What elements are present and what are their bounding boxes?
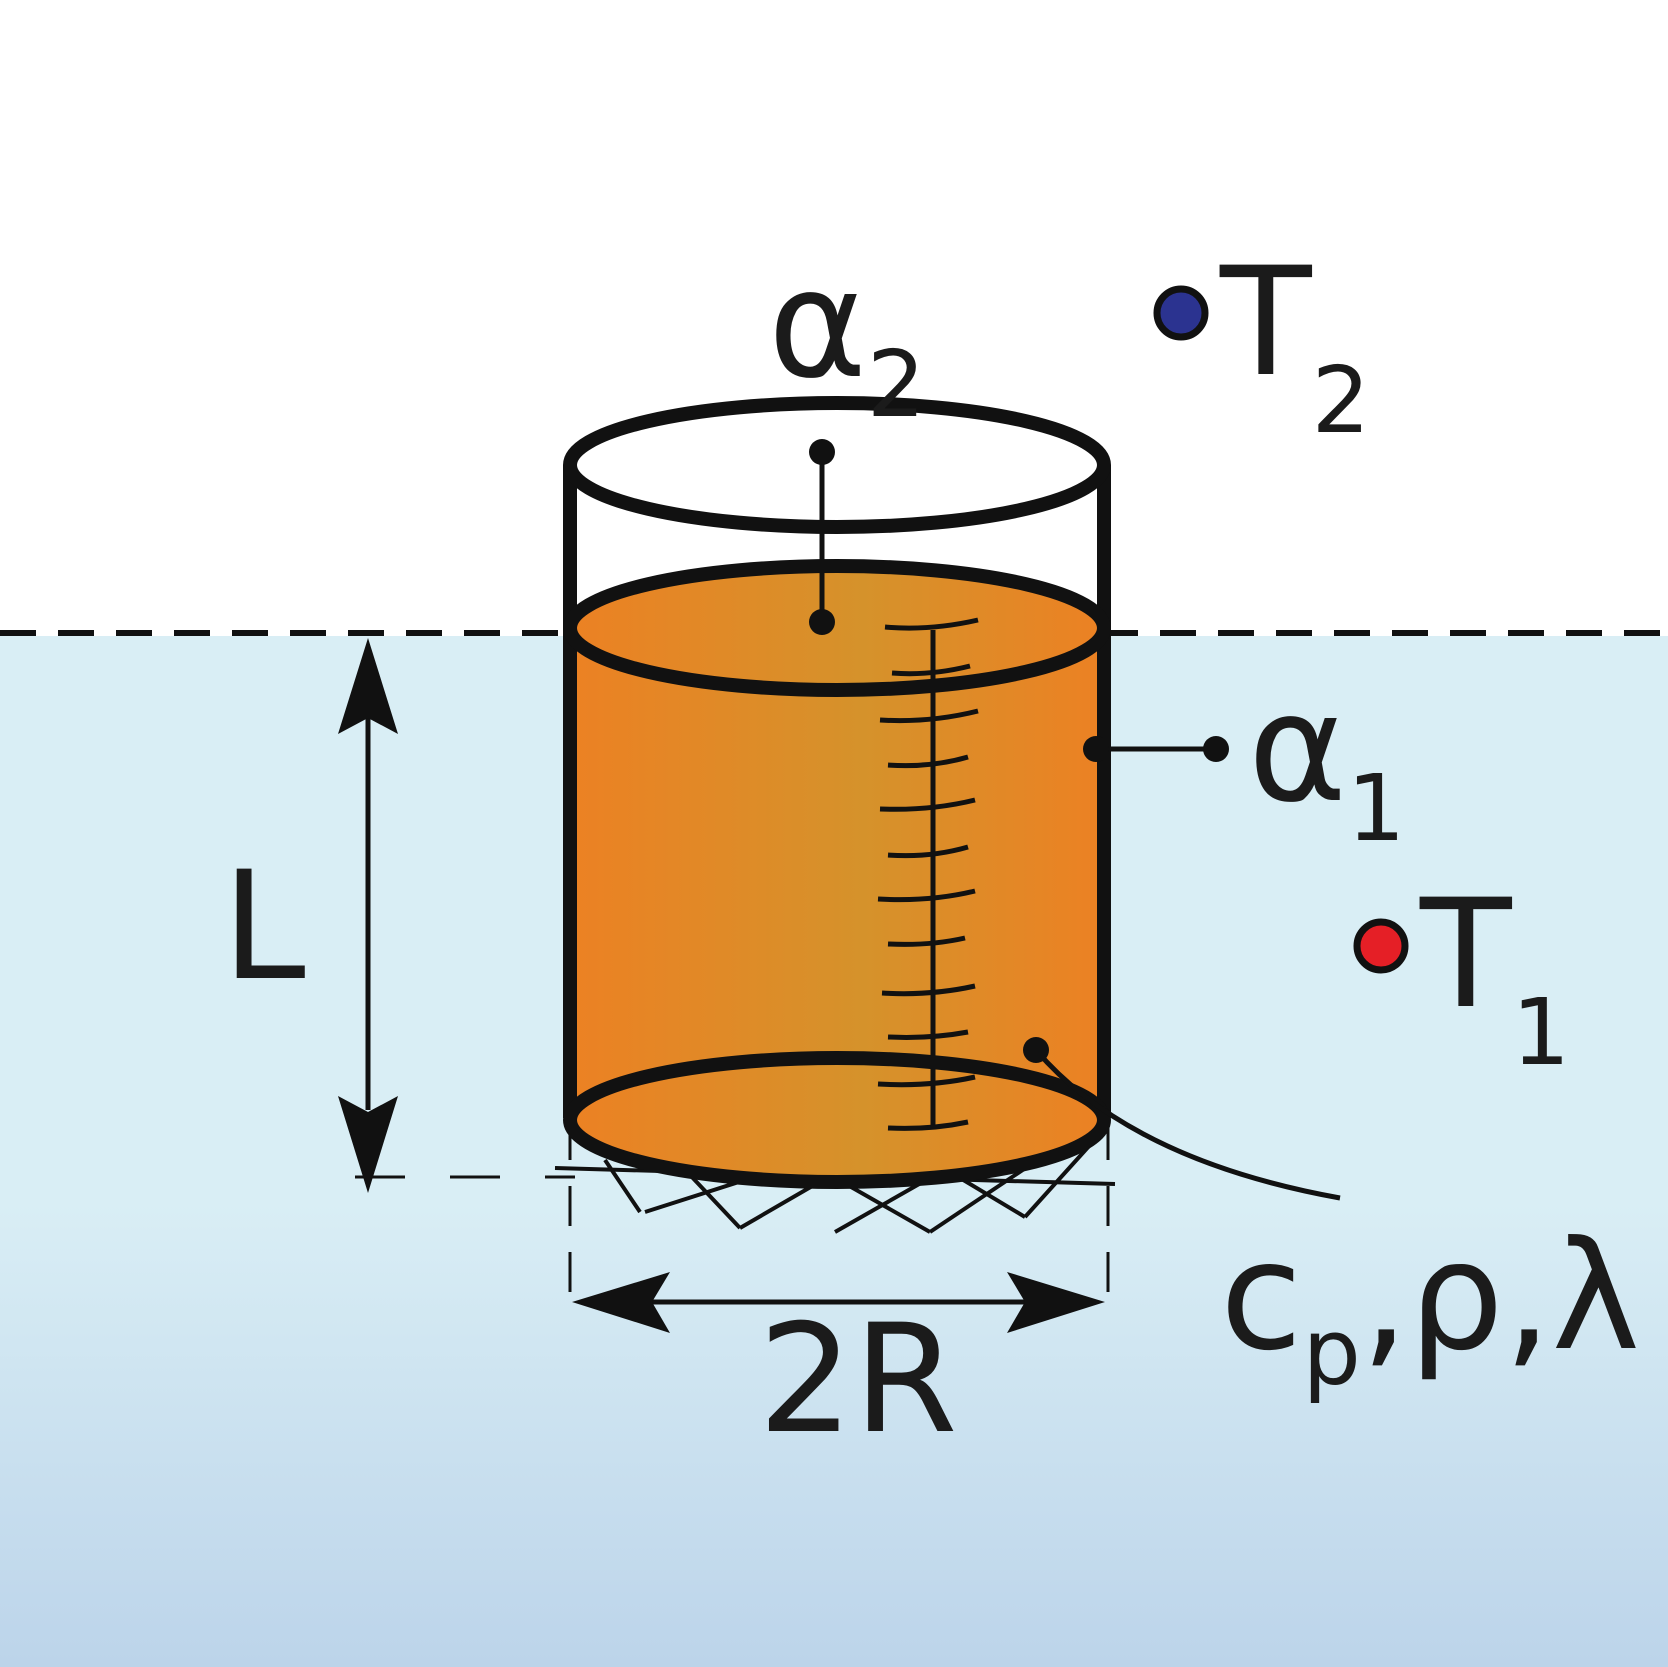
2R-arrow	[572, 1272, 1105, 1333]
L-label: L	[222, 840, 306, 1014]
T2-label: T2	[1220, 248, 1370, 447]
thermometer	[877, 617, 979, 1131]
liquid-top-ellipse	[563, 559, 1111, 697]
T1-symbol: T	[1420, 868, 1512, 1042]
T1-label: T1	[1420, 880, 1570, 1079]
alpha1-label: α1	[1248, 674, 1405, 855]
diameter-label: 2R	[758, 1293, 958, 1467]
properties-label: cp,ρ,λ	[1220, 1222, 1640, 1399]
rho-lambda: ,ρ,λ	[1360, 1210, 1641, 1384]
alpha2-symbol: α	[768, 238, 867, 412]
probe-wire	[1023, 1037, 1341, 1201]
L-arrow	[338, 638, 398, 1193]
T2-subscript: 2	[1311, 347, 1371, 454]
alpha1-subscript: 1	[1346, 755, 1406, 862]
cylinder-bottom-ellipse	[563, 1051, 1111, 1189]
T2-dot	[1153, 285, 1209, 341]
alpha2-label: α2	[768, 250, 925, 431]
cylinder-rim-ellipse	[563, 396, 1111, 534]
cylinder-fill	[570, 630, 1104, 1185]
T1-subscript: 1	[1511, 979, 1571, 1086]
T1-dot	[1353, 918, 1409, 974]
alpha1-pointer	[1083, 736, 1229, 762]
cp-subscript: p	[1302, 1299, 1361, 1406]
T2-symbol: T	[1220, 236, 1312, 410]
alpha2-subscript: 2	[866, 331, 926, 438]
alpha2-pointer	[809, 439, 835, 635]
alpha1-symbol: α	[1248, 662, 1347, 836]
cp-symbol: c	[1220, 1210, 1303, 1384]
